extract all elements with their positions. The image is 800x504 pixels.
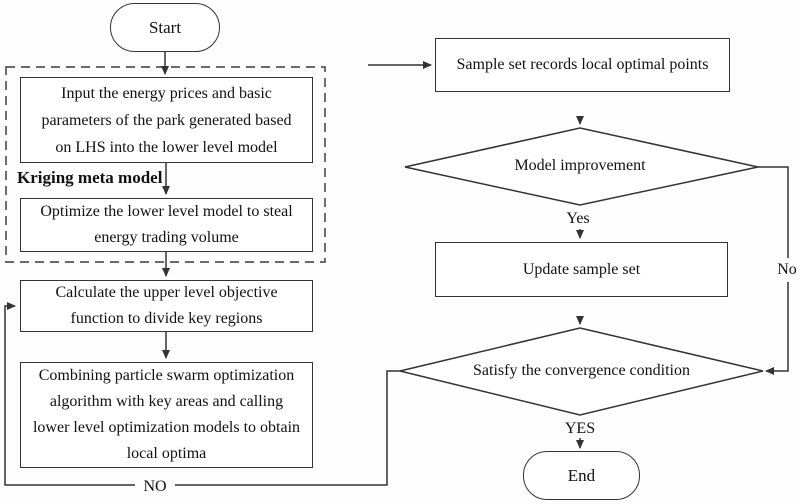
model-improvement-label: Model improvement <box>514 157 646 174</box>
sample-set-label: Sample set records local optimal points <box>456 56 709 73</box>
end-label: End <box>567 465 596 485</box>
optimize-label: Optimize the lower level model to steal … <box>40 203 293 246</box>
update-sample-node: Update sample set <box>435 242 728 297</box>
edge-label-yes: Yes <box>566 210 590 227</box>
input-label: Input the energy prices and basic parame… <box>41 84 292 156</box>
edge-label-yes-upper: YES <box>564 419 596 437</box>
sample-set-node: Sample set records local optimal points <box>435 38 730 92</box>
combining-label: Combining particle swarm optimization al… <box>32 367 301 462</box>
decision-model-improvement-shape <box>404 127 759 206</box>
kriging-module-outline <box>5 66 326 263</box>
edge-label-no-upper: NO <box>135 475 175 499</box>
calculate-node: Calculate the upper level objective func… <box>20 280 313 332</box>
kriging-module-label: Kriging meta model <box>17 168 163 187</box>
edge-label-no: No <box>770 258 800 282</box>
convergence-label: Satisfy the convergence condition <box>473 362 690 379</box>
combining-node: Combining particle swarm optimization al… <box>20 362 313 468</box>
edge-no-loop-left <box>4 302 401 486</box>
optimize-node: Optimize the lower level model to steal … <box>20 198 313 252</box>
end-node: End <box>523 451 640 500</box>
start-node: Start <box>110 3 220 52</box>
calculate-label: Calculate the upper level objective func… <box>55 284 278 327</box>
update-sample-label: Update sample set <box>522 260 641 278</box>
input-node: Input the energy prices and basic parame… <box>20 77 313 163</box>
start-label: Start <box>148 17 182 37</box>
decision-convergence-shape <box>399 327 764 416</box>
